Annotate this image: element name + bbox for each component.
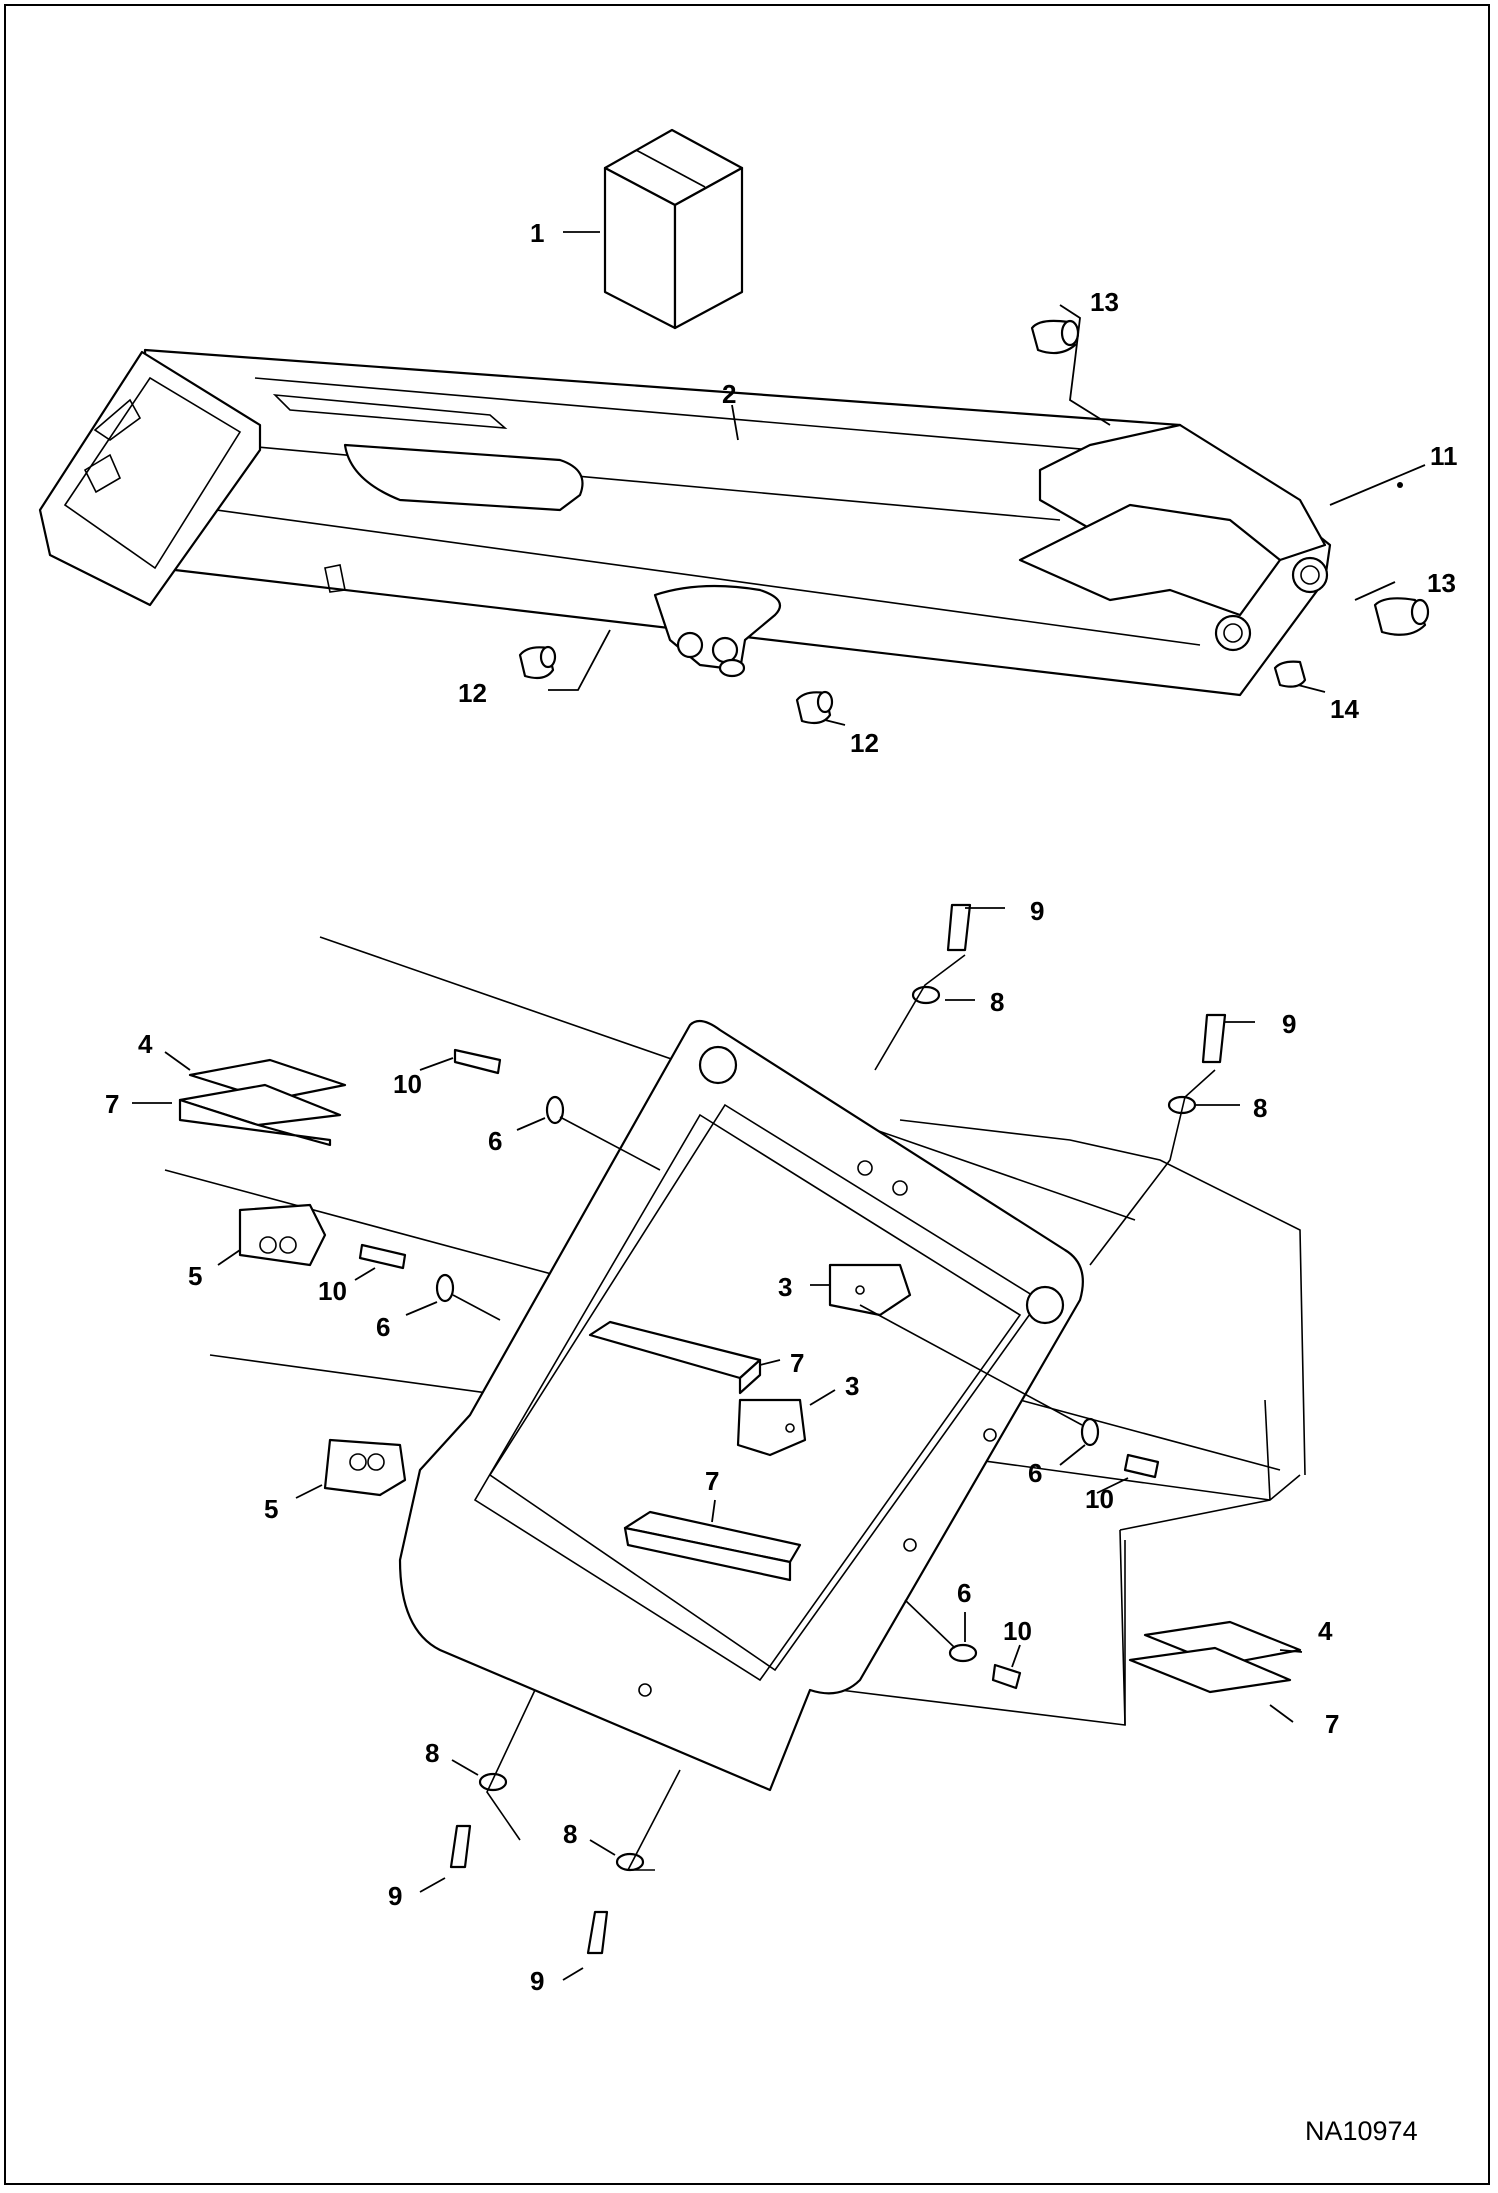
part-8-washer-top-1 [911,985,941,1005]
part-1-kit-box [603,128,744,330]
part-10-bolt-4 [991,1663,1022,1690]
part-10-bolt-1 [453,1048,502,1075]
part-14-spacer [1273,660,1307,688]
callout-6-a: 6 [488,1126,502,1156]
part-4-7-pad-left [178,1058,347,1147]
callout-8-a: 8 [990,987,1004,1017]
part-9-bolt-top-2 [1201,1013,1227,1064]
callout-7-lower: 7 [705,1466,719,1496]
part-2-boom [38,348,1332,697]
callout-4-left: 4 [138,1029,153,1059]
part-7-bar-middle [588,1320,762,1395]
callout-6-d: 6 [957,1578,971,1608]
drawing-id: NA10974 [1305,2116,1418,2146]
callout-5-lower: 5 [264,1494,278,1524]
callout-2: 2 [722,379,736,409]
callout-10-b: 10 [318,1276,347,1306]
callout-9-d: 9 [530,1966,544,1996]
callout-14: 14 [1330,694,1359,724]
callout-8-d: 8 [563,1819,577,1849]
callout-10-d: 10 [1003,1616,1032,1646]
callout-7-right: 7 [1325,1709,1339,1739]
callout-13-top: 13 [1090,287,1119,317]
part-6-washer-2 [435,1273,455,1303]
callout-9-a: 9 [1030,896,1044,926]
part-5-pad-lower [323,1438,407,1497]
part-6-washer-1 [545,1095,565,1125]
part-9-bolt-bottom-1 [449,1824,472,1869]
callout-11: 11 [1430,441,1458,471]
callout-8-c: 8 [425,1738,439,1768]
callout-9-b: 9 [1282,1009,1296,1039]
part-9-bolt-bottom-2 [586,1910,609,1955]
part-12-bushing-right [795,690,834,725]
part-6-washer-3 [1080,1417,1100,1447]
callout-labels: 1 2 13 11 13 12 12 14 9 8 9 8 4 7 10 6 5… [105,218,1458,1996]
part-13-bushing-right [1373,597,1430,636]
callout-10-a: 10 [393,1069,422,1099]
callout-12-left: 12 [458,678,487,708]
callout-9-c: 9 [388,1881,402,1911]
callout-5-upper: 5 [188,1261,202,1291]
part-11-fitting [1397,482,1403,488]
callout-7-left: 7 [105,1089,119,1119]
part-7-bar-lower [623,1510,802,1582]
part-8-washer-bottom-1 [478,1772,508,1792]
callout-6-b: 6 [376,1312,390,1342]
part-13-bushing-top [1030,319,1080,355]
callout-6-c: 6 [1028,1458,1042,1488]
drawing-border [4,4,1490,2185]
callout-12-right: 12 [850,728,879,758]
callout-13-right: 13 [1427,568,1456,598]
part-6-washer-4 [948,1643,978,1663]
callout-10-c: 10 [1085,1484,1114,1514]
leader-lines [132,231,1426,1981]
callout-3-lower: 3 [845,1371,859,1401]
callout-4-right: 4 [1318,1616,1333,1646]
part-9-bolt-top-1 [946,903,972,952]
part-10-bolt-3 [1123,1453,1160,1479]
callout-8-b: 8 [1253,1093,1267,1123]
callout-1: 1 [530,218,544,248]
callout-3-upper: 3 [778,1272,792,1302]
part-3-bracket-upper [828,1263,912,1317]
part-5-pad-upper [238,1203,327,1267]
part-12-bushing-left [518,645,557,680]
part-4-7-pad-right [1128,1620,1302,1694]
part-3-bracket-lower [736,1398,807,1457]
part-10-bolt-2 [358,1243,407,1270]
callout-7-middle: 7 [790,1348,804,1378]
